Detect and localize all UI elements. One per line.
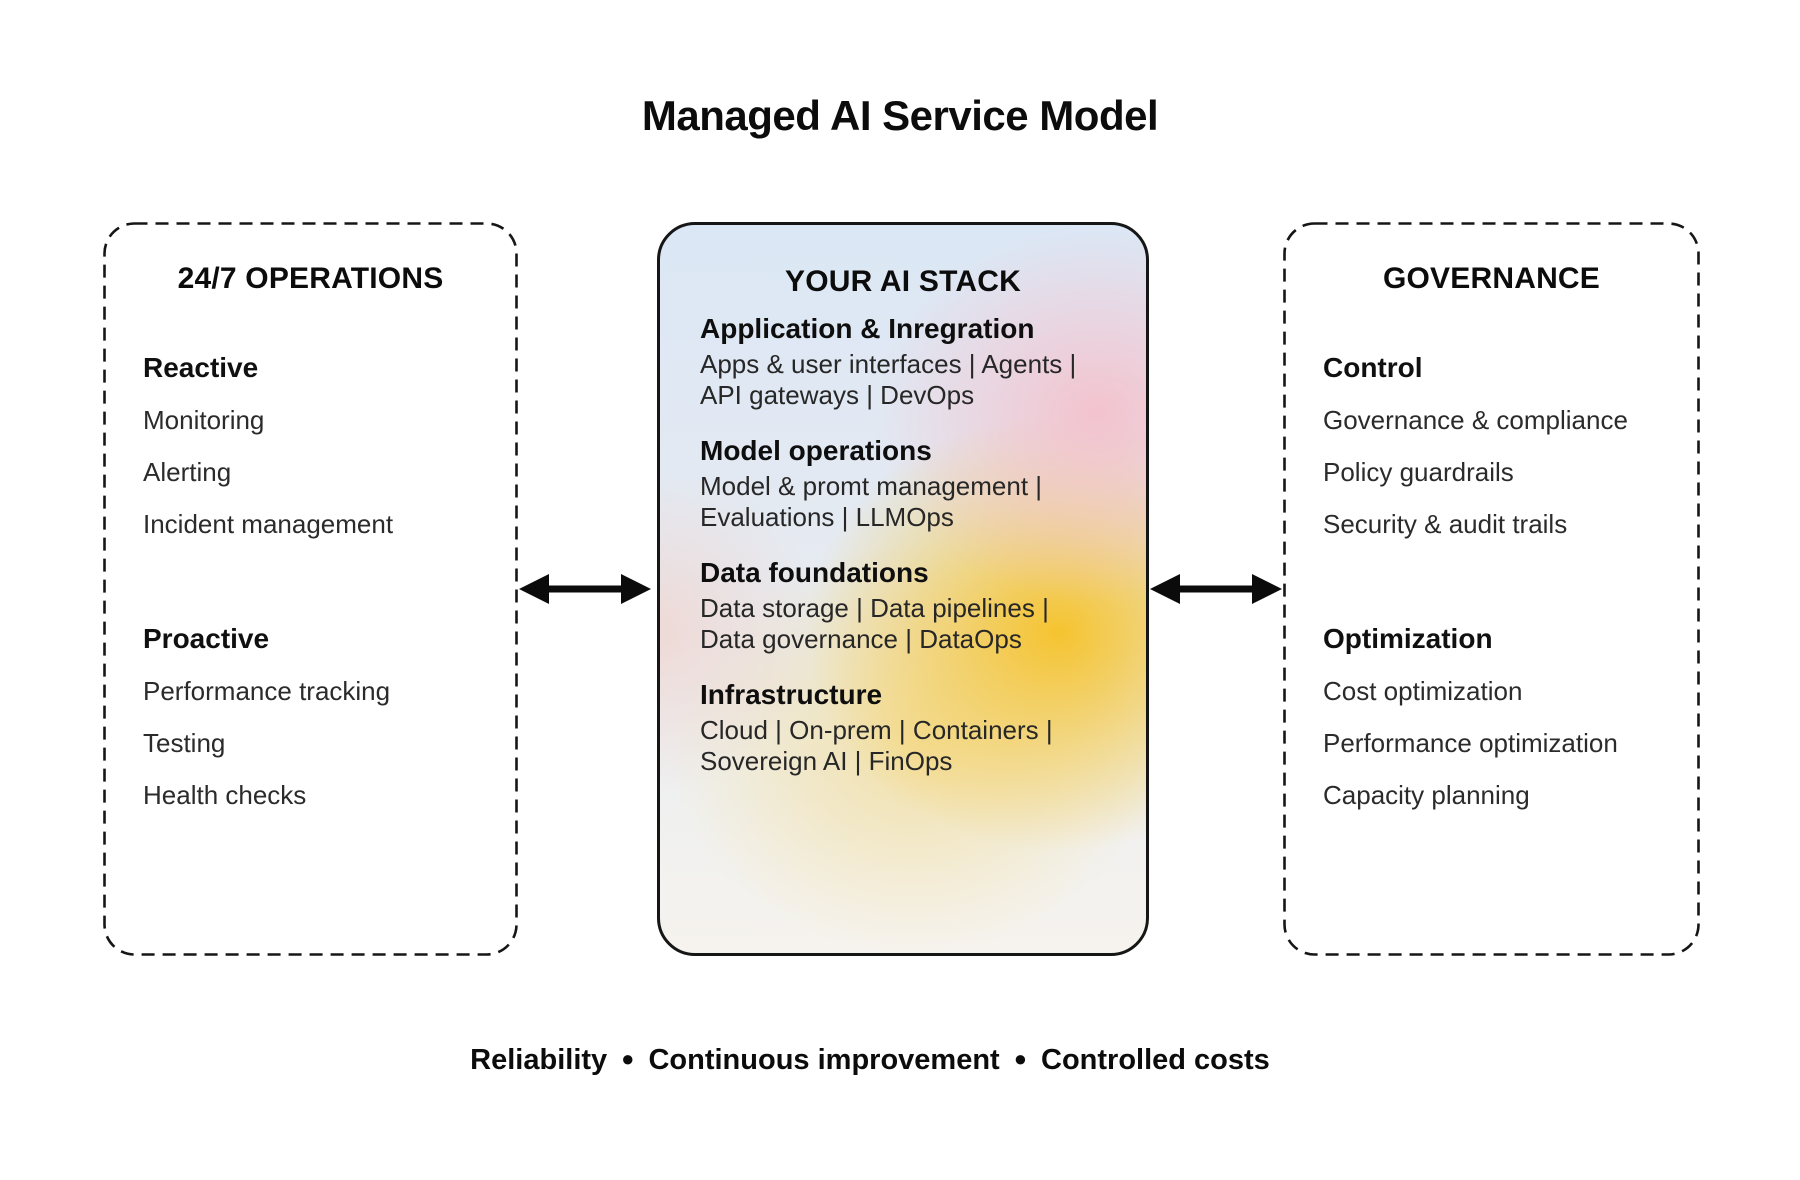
section-heading: Model operations bbox=[700, 435, 932, 466]
double-arrow-icon bbox=[519, 574, 651, 604]
control-group: Control Governance & compliance Policy g… bbox=[1323, 352, 1660, 539]
section-heading: Infrastructure bbox=[700, 679, 883, 710]
ai-stack-panel-title: YOUR AI STACK bbox=[785, 265, 1021, 298]
list-item: Alerting bbox=[143, 457, 232, 487]
stack-layer-application: Application & Inregration Apps & user in… bbox=[700, 313, 1106, 411]
tagline-part: Controlled costs bbox=[1041, 1044, 1270, 1076]
bullet-separator-icon: ● bbox=[1013, 1046, 1027, 1071]
list-item: Performance optimization bbox=[1323, 728, 1618, 758]
optimization-group: Optimization Cost optimization Performan… bbox=[1323, 623, 1660, 810]
group-heading: Proactive bbox=[143, 623, 270, 654]
section-heading: Application & Inregration bbox=[700, 313, 1035, 344]
operations-panel-title: 24/7 OPERATIONS bbox=[177, 262, 444, 295]
list-item: Monitoring bbox=[143, 405, 265, 435]
list-item: Policy guardrails bbox=[1323, 457, 1514, 487]
stack-layer-data-foundations: Data foundations Data storage | Data pip… bbox=[700, 557, 1106, 655]
operations-panel: 24/7 OPERATIONS Reactive Monitoring Aler… bbox=[103, 222, 518, 956]
ai-stack-panel: YOUR AI STACK Application & Inregration … bbox=[657, 222, 1149, 956]
double-arrow-icon bbox=[1150, 574, 1282, 604]
section-line: Sovereign AI | FinOps bbox=[700, 746, 953, 776]
list-item: Health checks bbox=[143, 780, 307, 810]
list-item: Security & audit trails bbox=[1323, 509, 1568, 539]
section-line: Evaluations | LLMOps bbox=[700, 502, 954, 532]
governance-panel: GOVERNANCE Control Governance & complian… bbox=[1283, 222, 1700, 956]
tagline: Reliability ● Continuous improvement ● Contr… bbox=[0, 1044, 1740, 1077]
tagline-part: Reliability bbox=[470, 1044, 608, 1076]
list-item: Performance tracking bbox=[143, 676, 391, 706]
stack-layer-infrastructure: Infrastructure Cloud | On-prem | Contain… bbox=[700, 679, 1106, 777]
list-item: Cost optimization bbox=[1323, 676, 1523, 706]
bullet-separator-icon: ● bbox=[621, 1046, 635, 1071]
section-line: Cloud | On-prem | Containers | bbox=[700, 715, 1053, 745]
section-line: Data governance | DataOps bbox=[700, 624, 1022, 654]
page-title: Managed AI Service Model bbox=[641, 92, 1159, 139]
list-item: Capacity planning bbox=[1323, 780, 1530, 810]
section-line: Data storage | Data pipelines | bbox=[700, 593, 1049, 623]
reactive-group: Reactive Monitoring Alerting Incident ma… bbox=[143, 352, 478, 539]
stack-layer-model-operations: Model operations Model & promt managemen… bbox=[700, 435, 1106, 533]
tagline-part: Continuous improvement bbox=[648, 1044, 1000, 1076]
list-item: Incident management bbox=[143, 509, 394, 539]
section-line: Apps & user interfaces | Agents | bbox=[700, 349, 1077, 379]
list-item: Governance & compliance bbox=[1323, 405, 1628, 435]
group-heading: Reactive bbox=[143, 352, 259, 383]
section-line: API gateways | DevOps bbox=[700, 380, 975, 410]
group-heading: Optimization bbox=[1323, 623, 1493, 654]
list-item: Testing bbox=[143, 728, 226, 758]
section-line: Model & promt management | bbox=[700, 471, 1043, 501]
proactive-group: Proactive Performance tracking Testing H… bbox=[143, 623, 478, 810]
governance-panel-title: GOVERNANCE bbox=[1382, 262, 1601, 295]
group-heading: Control bbox=[1323, 352, 1423, 383]
section-heading: Data foundations bbox=[700, 557, 929, 588]
dashed-border bbox=[1283, 222, 1700, 956]
dashed-border bbox=[103, 222, 518, 956]
